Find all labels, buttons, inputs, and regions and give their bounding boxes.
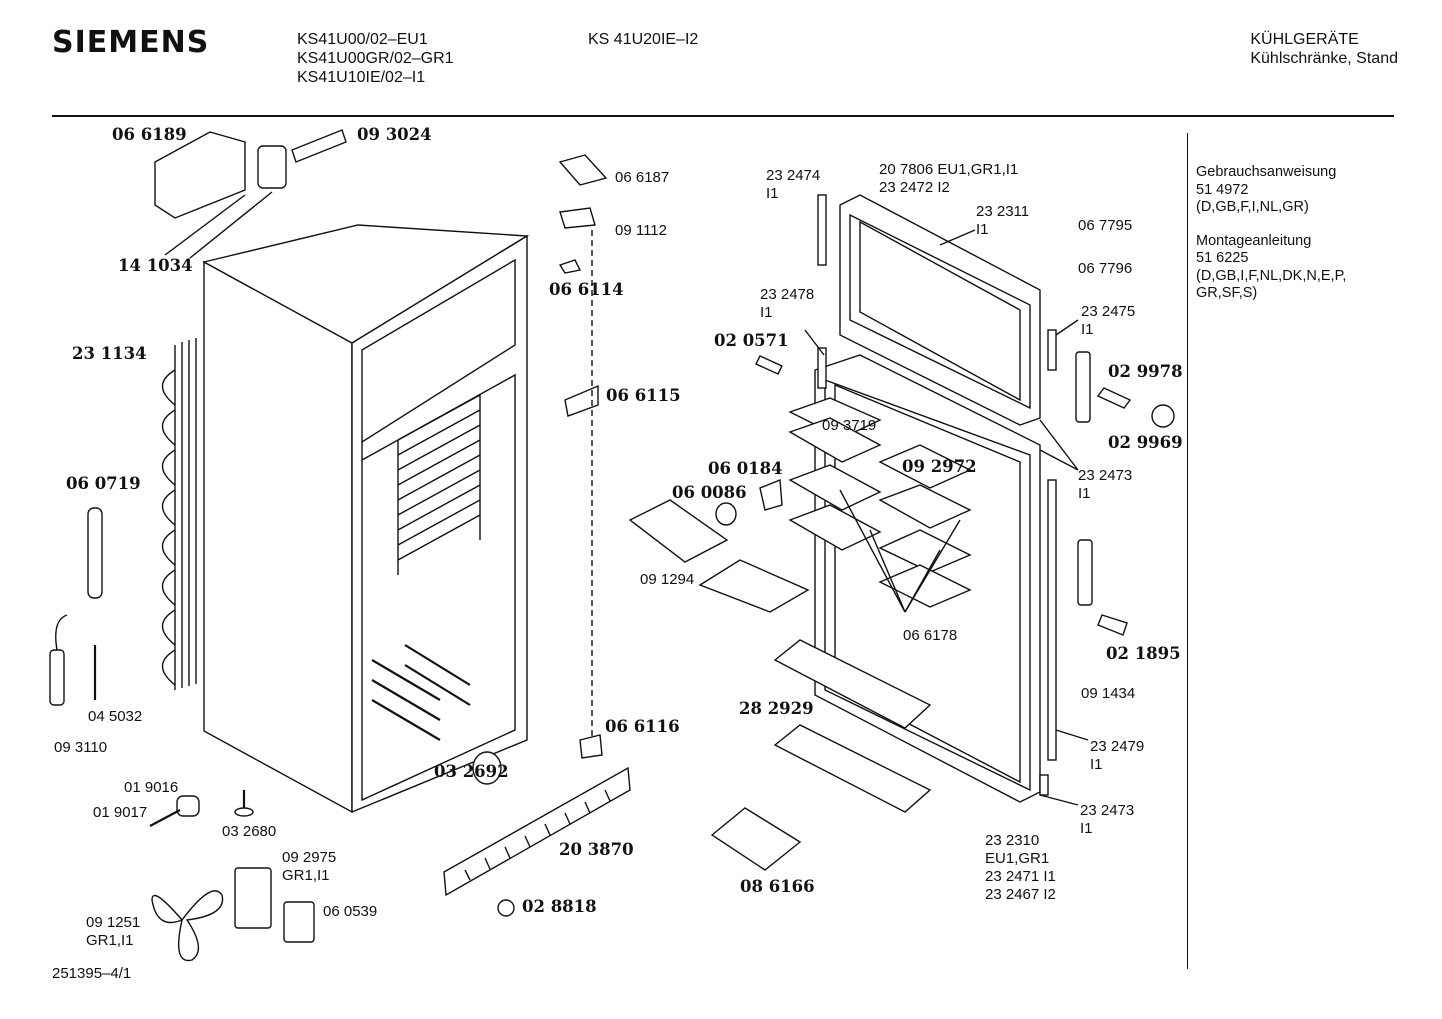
part-number-p13: 09 1251 [86,914,140,931]
part-number-p22: 03 2692 [434,762,509,781]
part-number-p37: I1 [1078,485,1091,502]
model-number-center: KS 41U20IE–I2 [588,31,699,48]
part-number-p27: 23 2311 [976,203,1029,220]
part-number-p10: 03 2680 [222,823,276,840]
condenser-coil-drawing [161,338,197,690]
document-number: 51 6225 [1196,250,1249,266]
part-number-p13: GR1,I1 [86,932,134,949]
egg-tray-drawing [628,355,1175,636]
part-number-p38: 06 6178 [903,627,957,644]
part-number-p30: 23 2478 [760,286,814,303]
part-number-p19: 06 0086 [672,483,747,502]
part-number-p44: 23 2310 [985,832,1039,849]
part-number-p24: 02 8818 [522,897,597,916]
part-number-p42: I1 [1090,756,1103,773]
document-number: 51 4972 [1196,181,1249,198]
model-number: KS41U00GR/02–GR1 [297,50,454,67]
part-number-p25: I1 [766,185,779,202]
part-number-p2: 09 3024 [357,125,432,144]
part-number-p1: 06 6189 [112,125,187,144]
part-number-p45: 08 6166 [740,877,815,896]
part-number-p36: 09 2972 [902,457,977,476]
part-number-p39: 02 1895 [1106,644,1181,663]
part-number-p37: 23 2473 [1078,467,1132,484]
freezer-door-drawing [839,194,1041,426]
part-number-p44: EU1,GR1 [985,850,1049,867]
part-number-p5: 06 0719 [66,474,141,493]
model-number: KS41U10IE/02–I1 [297,69,426,86]
part-number-p9: 01 9017 [93,804,147,821]
document-manual: Gebrauchsanweisung 51 4972 (D,GB,F,I,NL,… [1196,164,1346,217]
part-number-p27: I1 [976,221,989,238]
part-number-p44: 23 2471 I1 [985,868,1056,885]
part-number-p4: 23 1134 [72,344,147,363]
part-number-p12: 06 0539 [323,903,377,920]
part-number-p3: 14 1034 [118,256,193,275]
part-number-p28: 06 7795 [1078,217,1132,234]
bottom-grille-drawing [443,766,631,897]
part-number-p16: 06 6114 [549,280,624,299]
leader-lines [804,229,1089,806]
hinge-parts-drawing [558,154,608,759]
part-number-p15: 09 1112 [615,222,667,239]
part-number-p40: 09 1434 [1081,685,1135,702]
part-number-p26: 20 7806 EU1,GR1,I1 [879,161,1018,178]
part-number-p20: 09 1294 [640,571,694,588]
part-number-p18: 06 0184 [708,459,783,478]
part-number-p29: 06 7796 [1078,260,1132,277]
category: KÜHLGERÄTE Kühlschränke, Stand [1250,30,1398,68]
part-number-p31: 02 0571 [714,331,789,350]
part-number-p30: I1 [760,304,773,321]
document-title: Montageanleitung [1196,232,1312,249]
fridge-door-drawing [710,354,1041,871]
model-number: KS41U00/02–EU1 [297,31,428,48]
document-languages: (D,GB,I,F,NL,DK,N,E,P, [1196,267,1347,284]
part-number-p34: 02 9969 [1108,433,1183,452]
side-strip-drawing [817,194,1093,796]
part-number-p6: 04 5032 [88,708,142,725]
part-number-p7: 09 3110 [54,739,107,756]
document-languages: (D,GB,F,I,NL,GR) [1196,199,1309,215]
part-number-p11: GR1,I1 [282,867,330,884]
part-number-p21: 06 6116 [605,717,680,736]
document-list: Gebrauchsanweisung 51 4972 (D,GB,F,I,NL,… [1196,164,1346,319]
document-title: Gebrauchsanweisung [1196,164,1337,180]
part-number-p14: 06 6187 [615,169,669,186]
part-number-p23: 20 3870 [559,840,634,859]
part-number-p42: 23 2479 [1090,738,1144,755]
category-subtitle: Kühlschränke, Stand [1250,50,1398,67]
part-number-p11: 09 2975 [282,849,336,866]
part-number-p17: 06 6115 [606,386,681,405]
part-number-p44: 23 2467 I2 [985,886,1056,903]
small-parts-left-drawing [49,507,515,962]
part-number-p35: 09 3719 [822,417,876,434]
part-number-p32: 23 2475 [1081,303,1135,320]
part-number-p43: I1 [1080,820,1093,837]
top-parts-drawing [154,129,347,259]
document-installation: Montageanleitung 51 6225 (D,GB,I,F,NL,DK… [1196,233,1346,303]
side-divider [1187,133,1188,969]
part-number-p32: I1 [1081,321,1094,338]
part-number-p43: 23 2473 [1080,802,1134,819]
brand-logo: SIEMENS [52,25,210,60]
category-title: KÜHLGERÄTE [1250,31,1359,48]
cabinet-body-drawing [202,224,530,814]
drawing-id: 251395–4/1 [52,965,132,982]
model-list: KS41U00/02–EU1 KS41U00GR/02–GR1 KS41U10I… [297,30,454,87]
part-number-p41: 28 2929 [739,699,814,718]
part-number-p8: 01 9016 [124,779,178,796]
part-number-p26: 23 2472 I2 [879,179,950,196]
header-rule [52,115,1394,117]
part-number-p25: 23 2474 [766,167,820,184]
document-languages: GR,SF,S) [1196,285,1258,301]
part-number-p33: 02 9978 [1108,362,1183,381]
part-number-labels: 06 6189 09 3024 14 1034 23 1134 06 0719 04 50… [54,125,1183,949]
